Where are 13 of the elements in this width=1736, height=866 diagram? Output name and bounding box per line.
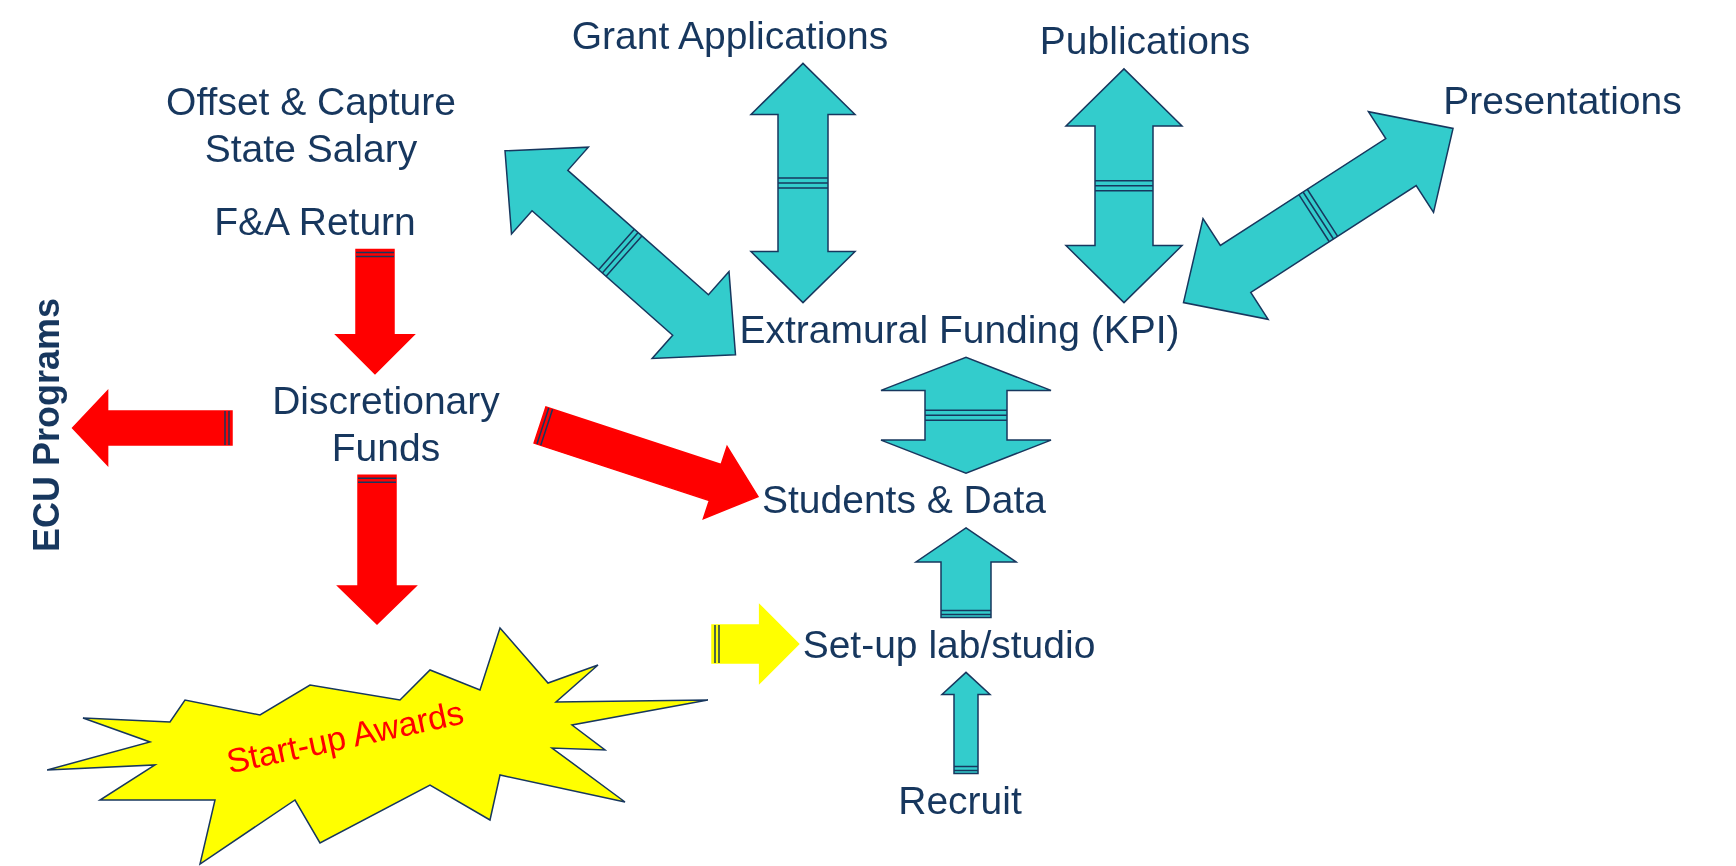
node-label: Discretionary Funds [271, 377, 501, 471]
node-label: Grant Applications [571, 12, 889, 59]
node-label: Extramural Funding (KPI) [739, 306, 1180, 353]
node-label: Publications [1039, 18, 1251, 65]
node-label: F&A Return [214, 198, 416, 245]
block-arrow [336, 474, 418, 626]
starburst-label: Start-up Awards [222, 691, 468, 783]
node-label: Offset & Capture State Salary [165, 79, 457, 172]
vertical-label: ECU Programs [25, 297, 69, 553]
node-label: Set-up lab/studio [802, 621, 1096, 668]
node-label: Presentations [1443, 77, 1682, 124]
node-label: Recruit [898, 777, 1022, 824]
node-label: Students & Data [762, 477, 1046, 524]
